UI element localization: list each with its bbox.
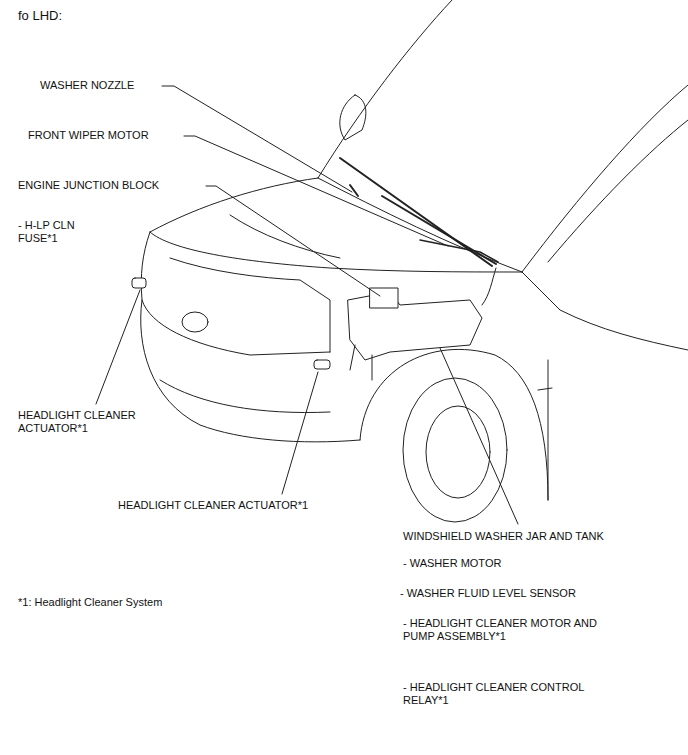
- bumper: [141, 300, 360, 442]
- hood-crease: [230, 215, 340, 258]
- wiper-linkage: [420, 240, 498, 262]
- page-heading: fo LHD:: [18, 8, 62, 23]
- part-label: ENGINE JUNCTION BLOCK: [18, 179, 238, 192]
- part-label: HEADLIGHT CLEANER ACTUATOR*1: [18, 409, 153, 435]
- part-label: FRONT WIPER MOTOR: [28, 129, 228, 142]
- headlight-cleaner-actuator: [314, 360, 330, 369]
- mirror: [340, 95, 366, 140]
- grille: [141, 232, 330, 355]
- rim: [426, 406, 490, 498]
- emblem: [182, 312, 208, 332]
- tire: [403, 378, 507, 522]
- door-line: [548, 360, 549, 500]
- part-label: - H-LP CLN FUSE*1: [18, 219, 90, 245]
- a-pillar: [318, 0, 452, 178]
- leader-line: [282, 372, 318, 494]
- leader-line: [206, 186, 380, 296]
- fender: [522, 272, 688, 350]
- hood-edge: [150, 178, 318, 232]
- leader-line: [440, 348, 518, 524]
- bumper-line: [160, 380, 330, 413]
- washer-nozzle: [350, 185, 358, 196]
- tank-bracket: [350, 345, 372, 380]
- a-pillar: [522, 85, 688, 272]
- door-window: [548, 120, 688, 262]
- part-label: - HEADLIGHT CLEANER MOTOR AND PUMP ASSEM…: [403, 617, 608, 643]
- part-label: - HEADLIGHT CLEANER CONTROL RELAY*1: [403, 681, 618, 707]
- wiper-arm: [382, 196, 496, 264]
- part-label: WASHER NOZZLE: [40, 79, 240, 92]
- washer-hose: [482, 268, 496, 305]
- leader-line: [96, 290, 140, 404]
- part-label: - WASHER FLUID LEVEL SENSOR: [400, 587, 660, 600]
- junction-block: [370, 288, 398, 308]
- part-label: - WASHER MOTOR: [403, 557, 663, 570]
- headlight-cleaner-actuator: [132, 278, 146, 288]
- washer-tank: [348, 292, 482, 360]
- grille: [170, 258, 330, 352]
- cowl-line: [318, 178, 522, 272]
- wheel-arch: [360, 349, 548, 500]
- footnote: *1: Headlight Cleaner System: [18, 596, 278, 609]
- door-handle: [538, 388, 552, 390]
- part-label: HEADLIGHT CLEANER ACTUATOR*1: [118, 499, 358, 512]
- leader-line: [162, 86, 352, 192]
- part-label: WINDSHIELD WASHER JAR AND TANK: [403, 530, 663, 543]
